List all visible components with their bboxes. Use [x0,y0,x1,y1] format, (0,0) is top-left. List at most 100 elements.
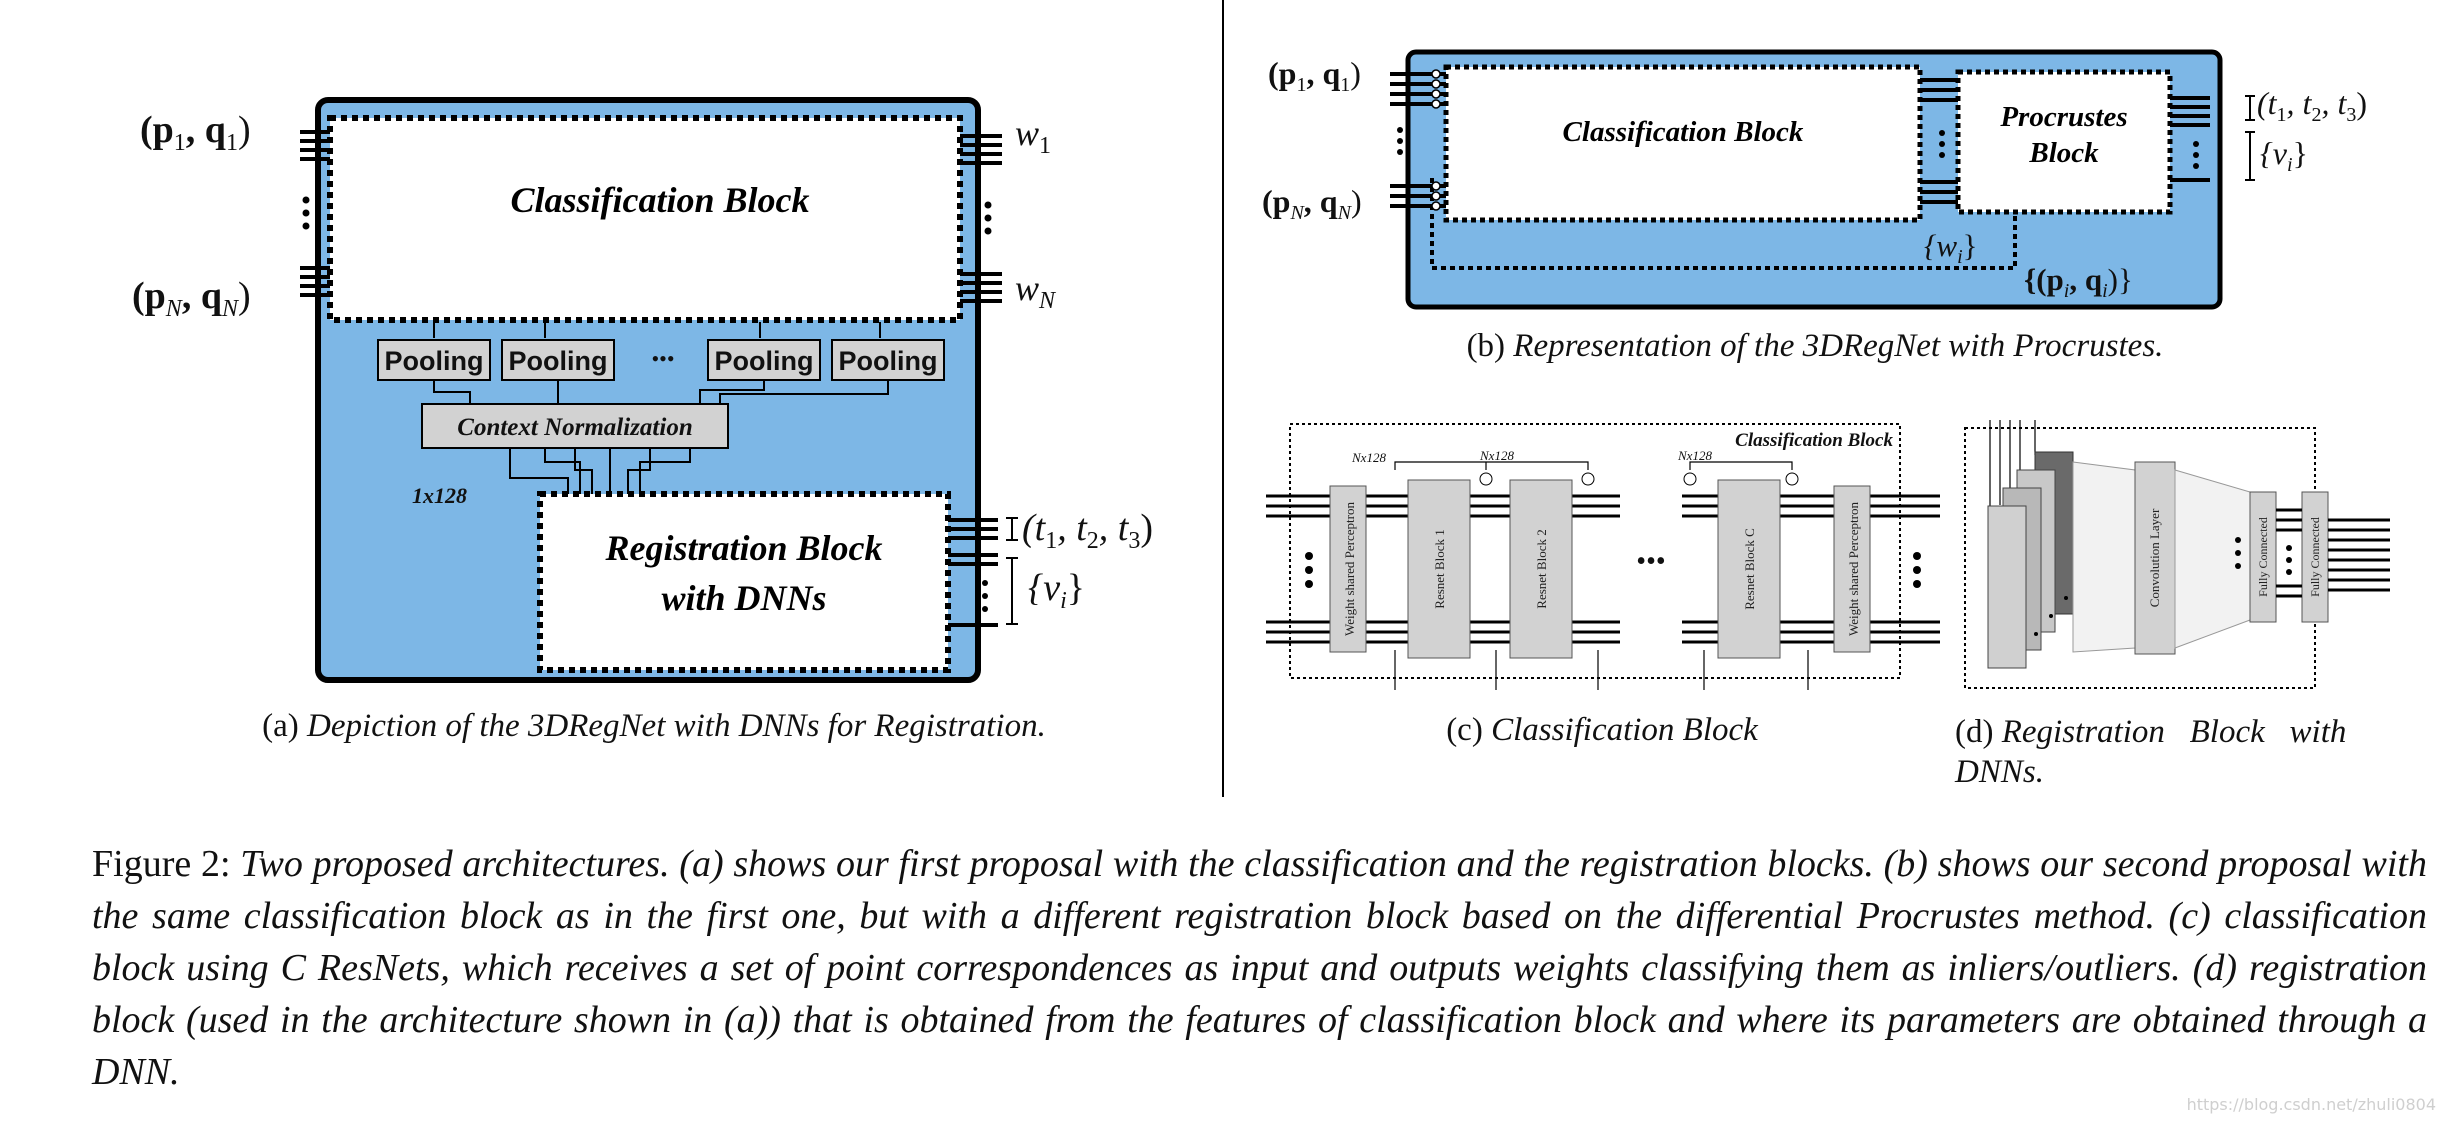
panel-a-pooling-row: Pooling Pooling ••• Pooling Pooling [377,339,945,381]
panel-d-dots [2235,537,2292,575]
figure-caption-text: Two proposed architectures. (a) shows ou… [92,843,2427,1093]
panel-a-translation-output: (t1, t2, t3) [1022,507,1153,554]
panel-d-funnel [2072,461,2136,653]
panel-a-input-dots [302,196,310,230]
panel-b-points-label: {(pi, qi)} [2024,262,2133,302]
panel-a-output-brackets [1006,517,1018,625]
context-normalization-label: Context Normalization [457,414,692,441]
panel-d-fc-layer [2301,491,2329,623]
panel-a-registration-line2: with DNNs [661,578,826,618]
panel-d-caption-line1: (d) Registration Block with [1955,714,2346,750]
panel-a-input-last: (pN, qN) [132,275,251,322]
panel-b-classification-label: Classification Block [1563,116,1804,148]
panel-b-middle-lines [1920,78,1958,204]
pooling-box [377,339,491,381]
panel-c-block-label: Weight shared Perceptron [1342,502,1357,636]
pooling-label: Pooling [715,346,814,376]
panel-a-pool-arrows [433,322,881,338]
figure-caption-label: Figure 2: [92,843,231,885]
panel-b-procrustes-block [1955,69,2173,215]
panel-c-block [1717,479,1781,659]
panel-c-sum-nodes [1479,472,1799,486]
panel-b-procrustes-line1: Procrustes [1999,101,2127,133]
watermark: https://blog.csdn.net/zhuli0804 [2186,1095,2436,1114]
panel-a-weight-lines [960,134,1002,303]
panel-c: Classification Block Nx128 Nx128 Nx128 W [1266,423,1940,690]
panel-d-fc-layer [2249,491,2277,623]
context-normalization-box [421,403,729,449]
panel-d: Convolution Layer Fully Connected Fully … [1964,420,2390,689]
figure-caption: Figure 2: Two proposed architectures. (a… [92,838,2427,1098]
panel-a-input-first: (p1, q1) [140,109,251,156]
panel-a-input-lines [300,130,330,297]
panel-b-classification-block [1443,64,1923,223]
panel-c-block [1833,485,1871,653]
panel-c-gap-mask [1620,488,1682,648]
panel-c-ellipsis: ••• [1636,546,1665,577]
panel-d-fc-label: Fully Connected [2256,517,2270,597]
panel-d-conv-layer [2134,461,2176,655]
panel-d-map-dots [2034,596,2068,636]
panel-d-feature-map [1987,505,2027,669]
panel-a-classification-label: Classification Block [510,180,809,220]
panel-b-feedback-loop [1430,178,2017,270]
panel-b-procrustes-line2: Block [2028,137,2099,169]
pooling-box [501,339,615,381]
panel-a: Classification Block (p1, q1) (pN, qN) w… [132,97,1153,683]
panel-c-title: Classification Block [1735,430,1893,451]
panel-c-caption: (c) Classification Block [1446,712,1759,748]
panel-c-block-label: Weight shared Perceptron [1846,502,1861,636]
panel-a-classification-block [327,115,963,323]
pooling-label: Pooling [385,346,484,376]
panel-c-block-label: Resnet Block C [1742,528,1757,610]
panel-d-fc-label: Fully Connected [2308,517,2322,597]
pooling-label: Pooling [839,346,938,376]
panel-b-input-last: (pN, qN) [1262,183,1362,224]
panel-a-caption: (a) Depiction of the 3DRegNet with DNNs … [262,708,1046,744]
panel-d-fc-lines [2276,508,2390,598]
panel-a-registration-connectors [509,448,691,494]
panel-d-funnel-2 [2174,469,2251,649]
panel-c-dim: Nx128 [1677,448,1712,463]
pooling-label: Pooling [509,346,608,376]
panel-b-caption: (b) Representation of the 3DRegNet with … [1467,328,2164,364]
panel-c-block [1509,479,1573,659]
panel-b-output-dots [2193,141,2199,169]
panel-a-output-lines [948,518,998,627]
panel-a-context-connectors [433,380,889,404]
panel-a-registration-line1: Registration Block [604,528,882,568]
panel-a-output-dots [982,580,988,612]
panel-b: Classification Block Procrustes Block (p… [1262,49,2367,310]
panel-b-input-dots [1397,127,1403,155]
panel-b-translation-output: (t1, t2, t3) [2257,85,2367,126]
pooling-ellipsis: ••• [651,346,674,371]
panel-c-block-label: Resnet Block 1 [1432,529,1447,608]
panel-a-dim-label: 1x128 [412,483,467,508]
panel-a-weight-last: wN [1015,268,1057,314]
panel-b-output-brackets [2245,95,2255,181]
panel-c-dim: Nx128 [1479,448,1514,463]
panel-b-rotation-output: {vi} [2260,135,2308,176]
panel-b-input-nodes [1431,69,1441,211]
panel-a-weight-first: w1 [1015,113,1051,159]
panel-a-rotation-output: {vi} [1028,567,1085,614]
panel-d-conv-label: Convolution Layer [2147,508,2162,607]
panel-c-dim: Nx128 [1351,450,1386,465]
pooling-box [831,339,945,381]
panel-a-registration-block [537,491,951,673]
panel-c-block [1329,485,1367,653]
panel-b-input-first: (p1, q1) [1268,55,1361,96]
panel-c-block-label: Resnet Block 2 [1534,529,1549,608]
panel-c-signal-lines [1266,494,1940,644]
panel-d-input-arrows [1989,420,2036,520]
panel-b-middle-dots [1939,130,1945,158]
panel-c-side-dots [1305,552,1921,588]
panel-c-down-arrows [1394,650,1809,690]
panel-a-weight-dots [984,201,992,235]
panel-b-weights-label: {wi} [1924,228,1978,268]
panel-b-output-lines [2170,96,2210,182]
panel-d-caption-line2: DNNs. [1954,754,2044,790]
panel-c-skip-connections [1394,461,1793,470]
panel-c-block [1407,479,1471,659]
